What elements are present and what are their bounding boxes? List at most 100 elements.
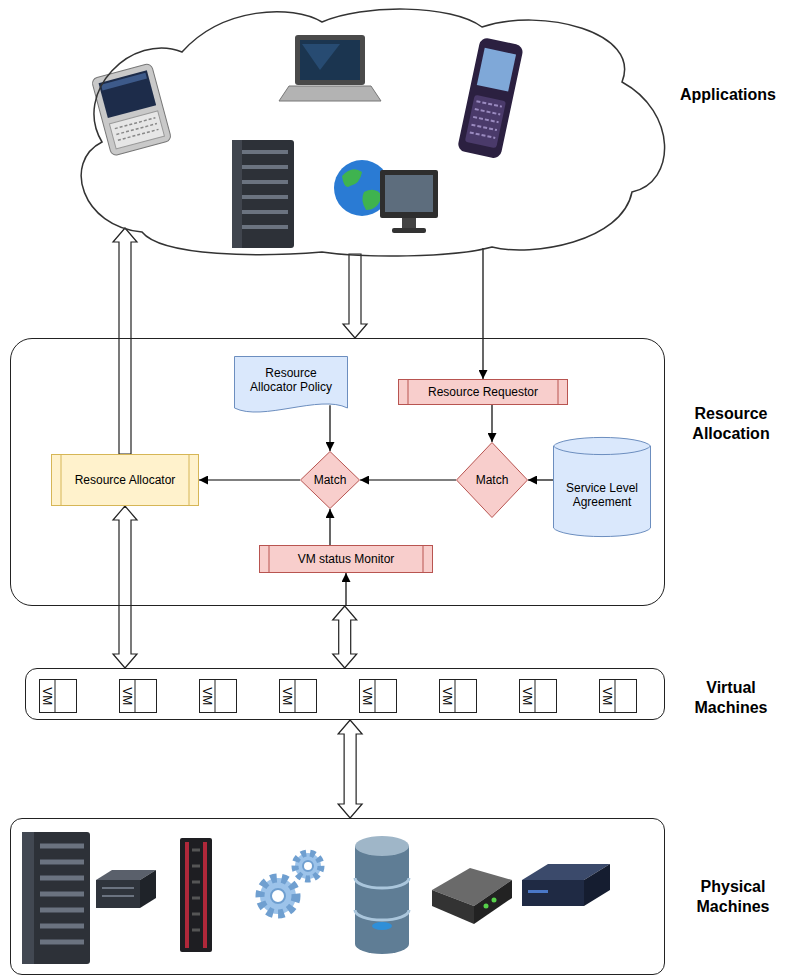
node-label: VM — [120, 687, 134, 705]
laptop-icon-part — [300, 40, 360, 80]
node-label: VM status Monitor — [298, 552, 395, 566]
layer-heading-slot: Applications — [666, 85, 790, 105]
gears-icon-part — [295, 853, 321, 879]
node-label: Match — [314, 473, 347, 487]
layer-heading: Resource Allocation — [673, 404, 789, 444]
server-tower-icon-part — [22, 832, 34, 964]
process-outline — [399, 380, 568, 405]
process-box: VM status Monitor — [259, 545, 433, 573]
router-icon-part — [492, 898, 497, 903]
process-bars — [61, 455, 189, 506]
globe-monitor-icon — [334, 160, 438, 233]
laptop-icon-part — [302, 44, 340, 70]
vm-box: VM — [199, 679, 237, 713]
blade-server-icon-part — [192, 850, 200, 930]
vm-outline — [600, 680, 637, 713]
flow-arrow — [360, 479, 456, 480]
vm-box: VM — [599, 679, 637, 713]
layer-heading: Virtual Machines — [676, 678, 786, 718]
vm-box: VM — [39, 679, 77, 713]
block-arrow — [338, 720, 362, 818]
policy-document: Resource Allocator Policy — [234, 356, 348, 416]
network-appliance-icon-part — [528, 890, 548, 893]
globe-monitor-icon-part — [342, 169, 362, 187]
document-outline — [235, 357, 348, 413]
vm-box: VM — [439, 679, 477, 713]
diamond-outline — [301, 452, 360, 509]
application-cloud: Applications — [62, 2, 672, 257]
smartphone-icon-part — [457, 37, 524, 160]
handheld-device-icon — [91, 63, 172, 156]
node-label: VM — [440, 687, 454, 705]
gears-icon-part — [303, 861, 313, 871]
node-label: Resource Requestor — [428, 385, 538, 399]
blade-server-icon-part — [203, 842, 207, 948]
server-rack-icon — [232, 140, 294, 248]
gears-icon — [260, 853, 321, 914]
handheld-device-icon-part — [109, 111, 164, 149]
server-box-icon-part — [96, 880, 140, 908]
network-appliance-icon — [522, 864, 610, 906]
network-appliance-icon-part — [522, 880, 584, 906]
globe-monitor-icon-part — [362, 190, 382, 210]
database-icon — [355, 836, 409, 954]
block-arrow — [113, 228, 137, 454]
process-box: Resource Requestor — [398, 379, 568, 405]
node-label: Resource Allocator — [75, 473, 176, 487]
layer-heading-slot: Virtual Machines — [676, 678, 786, 718]
server-tower-icon-part — [22, 832, 90, 964]
vm-outline — [280, 680, 317, 713]
layer-heading: Physical Machines — [679, 877, 787, 917]
laptop-icon-part — [279, 86, 381, 101]
globe-monitor-icon-part — [385, 175, 433, 212]
block-arrow — [343, 254, 367, 338]
server-tower-icon — [22, 832, 90, 964]
handheld-device-icon-part — [91, 63, 172, 156]
process-outline — [260, 546, 433, 573]
flow-arrow — [199, 479, 300, 480]
flow-arrow — [491, 405, 492, 442]
node-label: VM — [520, 687, 534, 705]
blade-server-icon — [180, 838, 212, 952]
flow-arrow — [528, 479, 553, 480]
gears-icon-part — [260, 878, 296, 914]
database-cylinder: Service Level Agreement — [553, 436, 651, 538]
server-box-icon-part — [140, 870, 156, 908]
vm-outline — [440, 680, 477, 713]
layer-band: Physical Machines — [10, 818, 665, 975]
node-label: VM — [200, 687, 214, 705]
vm-divider — [135, 680, 136, 713]
vm-divider — [615, 680, 616, 713]
handheld-device-icon-part — [115, 118, 159, 140]
server-box-icon — [96, 870, 156, 908]
block-arrow — [333, 606, 357, 668]
layer-band: Virtual MachinesVMVMVMVMVMVMVMVM — [25, 668, 665, 720]
cylinder-rim — [554, 446, 651, 455]
node-label: VM — [40, 687, 54, 705]
vm-outline — [520, 680, 557, 713]
layer-band: Resource AllocationResource Allocator Po… — [10, 338, 665, 606]
router-icon-part — [432, 890, 474, 924]
block-arrow — [113, 506, 137, 668]
laptop-icon-part — [295, 35, 365, 85]
gears-icon-part — [271, 889, 285, 903]
vm-box: VM — [359, 679, 397, 713]
vm-divider — [455, 680, 456, 713]
node-label: VM — [360, 687, 374, 705]
layer-heading-slot: Resource Allocation — [673, 404, 789, 444]
decision-diamond: Match — [300, 451, 360, 509]
vm-divider — [55, 680, 56, 713]
cylinder-body — [554, 437, 651, 536]
process-bars — [408, 380, 558, 405]
globe-monitor-icon-part — [380, 170, 438, 218]
blade-server-icon-part — [185, 842, 189, 948]
application-cloud-outline — [62, 2, 672, 257]
server-rack-icon-part — [238, 152, 288, 227]
database-icon-part — [355, 846, 409, 954]
node-label: Resource Allocator Policy — [242, 366, 340, 395]
smartphone-icon-part — [477, 48, 516, 92]
vm-box: VM — [519, 679, 557, 713]
node-label: VM — [280, 687, 294, 705]
smartphone-icon-part — [465, 95, 506, 149]
